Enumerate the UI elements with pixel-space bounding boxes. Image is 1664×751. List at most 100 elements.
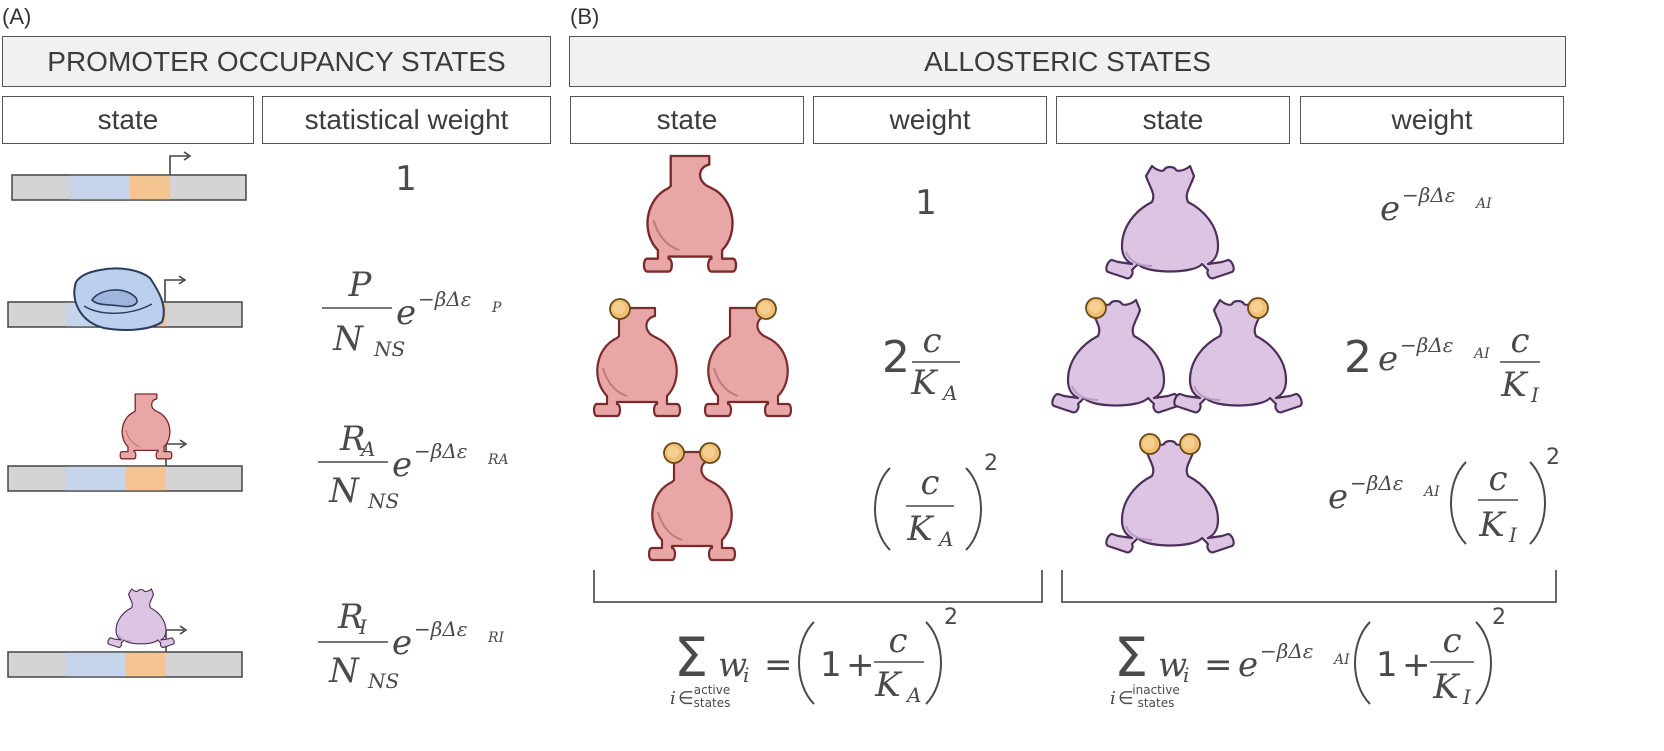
active-weight-1: 2 c K A (882, 321, 960, 405)
weight-inactive-repressor: R I N NS e −βΔε RI (318, 597, 505, 693)
active-state-0-icon (642, 154, 738, 273)
active-weight-2: c K A 2 (874, 451, 998, 551)
weight-active-den-sub: NS (367, 489, 399, 513)
inactive-weight-0-exp: −βΔε (1402, 183, 1456, 207)
inactive-weight-2-e: e (1328, 477, 1348, 517)
weight-inactive-num: R (337, 597, 364, 637)
active-weight-1-den: K (910, 363, 939, 403)
active-weight-1-den-sub: A (941, 381, 957, 405)
weight-polymerase: P N NS e −βΔε P (322, 265, 502, 361)
sum-inactive-sigma: Σ (1114, 626, 1148, 689)
sum-inactive-e: e (1238, 645, 1258, 685)
sum-inactive-formula: Σ w i i ∈ inactive states = e −βΔε AI 1 … (1110, 605, 1506, 710)
inactive-weight-1-num: c (1510, 321, 1529, 361)
active-states-bracket (593, 570, 1043, 603)
inactive-weight-2-exp-sub: AI (1422, 484, 1440, 500)
allosteric-states-header: ALLOSTERIC STATES (569, 36, 1566, 87)
sum-active-set-top: active (694, 683, 730, 697)
inactive-weight-0-exp-sub: AI (1474, 196, 1492, 212)
active-state-1-icon-right (703, 298, 793, 418)
weight-active-repressor: R A N NS e −βΔε RA (318, 419, 509, 513)
weight-active-exp: −βΔε (414, 439, 468, 463)
weight-polymerase-num: P (348, 265, 373, 305)
sum-active-one: 1 (820, 645, 842, 685)
active-repressor-on-promoter-icon (7, 393, 243, 492)
weight-active-den: N (328, 471, 360, 511)
col-header-inactive-state: state (1056, 96, 1290, 144)
weight-inactive-num-sub: I (358, 615, 368, 639)
sum-active-formula: Σ w i i ∈ active states = 1 + c K A 2 (670, 605, 958, 710)
weight-active-num-sub: A (359, 437, 375, 461)
inactive-weight-1: 2 e −βΔε AI c K I (1344, 321, 1540, 407)
sum-inactive-set-bottom: states (1138, 696, 1175, 710)
weight-polymerase-den: N (332, 319, 364, 359)
sum-inactive-w-sub: i (1183, 663, 1189, 687)
inactive-weight-2-pow: 2 (1546, 445, 1560, 470)
rna-polymerase-on-promoter-icon (7, 267, 243, 331)
weight-inactive-e: e (392, 623, 412, 663)
col-header-active-state: state (570, 96, 804, 144)
sum-active-num: c (888, 621, 907, 661)
empty-promoter-dna-icon (11, 151, 247, 201)
inactive-state-0-icon (1105, 164, 1235, 280)
inactive-state-1-icon-left (1051, 297, 1181, 414)
col-header-statistical-weight: statistical weight (262, 96, 551, 144)
inactive-weight-0: e −βΔε AI (1380, 183, 1492, 229)
promoter-states-header: PROMOTER OCCUPANCY STATES (2, 36, 551, 87)
weight-active-e: e (392, 445, 412, 485)
inactive-weight-1-exp: −βΔε (1400, 333, 1454, 357)
active-weight-1-num: c (922, 321, 941, 361)
sum-active-w: w (718, 645, 747, 685)
sum-active-den: K (874, 665, 903, 705)
sum-inactive-in: ∈ (1118, 688, 1134, 709)
inactive-state-2-icon (1105, 433, 1235, 554)
inactive-weight-2-exp: −βΔε (1350, 471, 1404, 495)
col-header-state-a: state (2, 96, 254, 144)
weight-inactive-exp: −βΔε (414, 617, 468, 641)
active-weight-2-pow: 2 (984, 451, 998, 476)
inactive-weight-2-den-sub: I (1508, 523, 1518, 547)
inactive-state-1-icon-right (1173, 297, 1303, 414)
weight-polymerase-exp: −βΔε (418, 287, 472, 311)
sum-active-w-sub: i (743, 663, 749, 687)
inactive-weight-1-den: K (1500, 365, 1529, 405)
weight-polymerase-exp-sub: P (491, 300, 502, 316)
active-weight-2-den: K (906, 509, 935, 549)
inactive-weight-1-den-sub: I (1530, 383, 1540, 407)
sum-inactive-w: w (1158, 645, 1187, 685)
weight-polymerase-den-sub: NS (373, 337, 405, 361)
inactive-repressor-on-promoter-icon (7, 588, 243, 678)
active-weight-1-coef: 2 (882, 332, 910, 383)
weight-inactive-exp-sub: RI (487, 630, 505, 646)
inactive-weight-2: e −βΔε AI c K I 2 (1328, 445, 1560, 547)
panel-a-label: (A) (2, 4, 32, 29)
weight-polymerase-e: e (396, 293, 416, 333)
inactive-weight-0-e: e (1380, 189, 1400, 229)
inactive-weight-1-exp-sub: AI (1472, 346, 1490, 362)
weight-empty: 1 (395, 159, 417, 199)
inactive-weight-1-e: e (1378, 339, 1398, 379)
sum-active-pow: 2 (944, 605, 958, 630)
sum-inactive-plus: + (1402, 645, 1431, 685)
active-state-2-icon (647, 442, 737, 562)
sum-active-eq: = (764, 645, 793, 685)
inactive-states-bracket (1061, 570, 1557, 603)
col-header-inactive-weight: weight (1300, 96, 1564, 144)
sum-inactive-set-top: inactive (1132, 683, 1179, 697)
sum-inactive-index: i (1110, 688, 1116, 709)
weight-active-num: R (339, 419, 366, 459)
col-header-active-weight: weight (813, 96, 1047, 144)
active-weight-2-den-sub: A (937, 527, 953, 551)
sum-inactive-eq: = (1204, 645, 1233, 685)
active-state-1-icon-left (592, 298, 682, 418)
sum-inactive-den: K (1432, 667, 1461, 707)
weight-active-exp-sub: RA (487, 452, 509, 468)
inactive-weight-1-coef: 2 (1344, 332, 1372, 383)
weight-inactive-den: N (328, 651, 360, 691)
sum-inactive-num: c (1442, 621, 1461, 661)
sum-inactive-pow: 2 (1492, 605, 1506, 630)
sum-active-set-bottom: states (694, 696, 731, 710)
active-weight-2-num: c (920, 463, 939, 503)
active-weight-0: 1 (915, 183, 937, 223)
